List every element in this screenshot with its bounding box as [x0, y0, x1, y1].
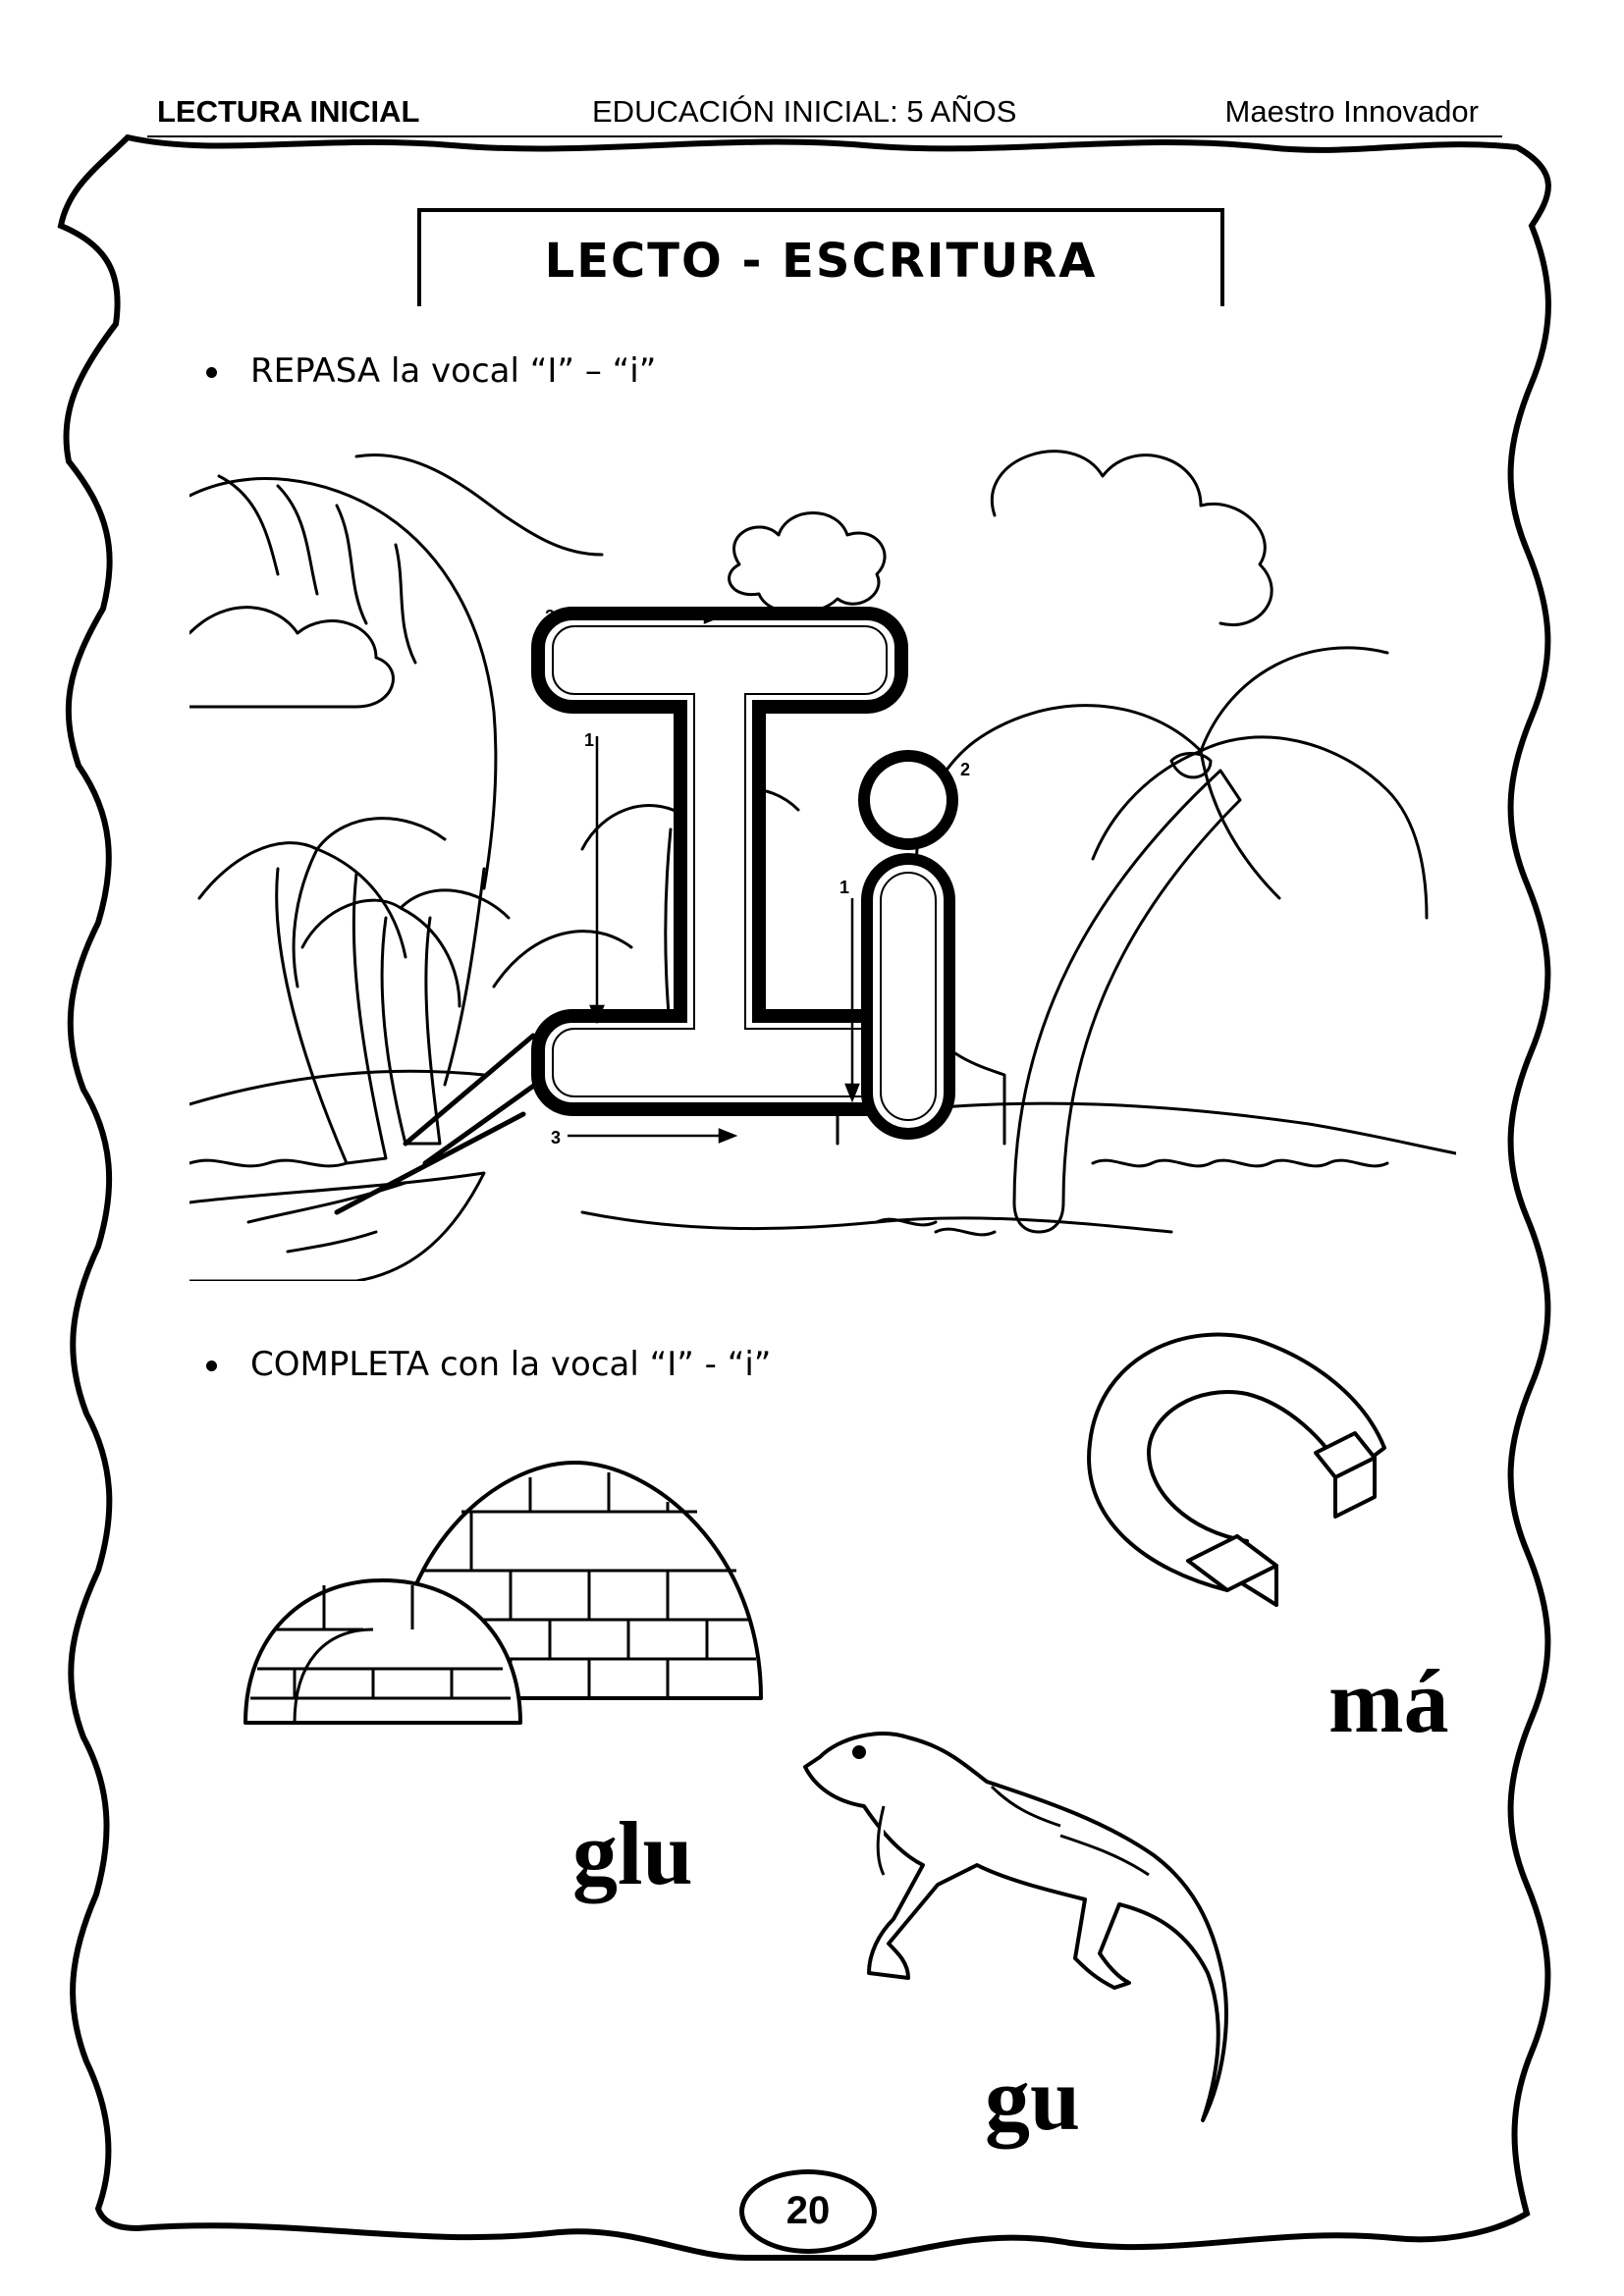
bullet-icon: [206, 367, 217, 378]
iguana-icon: [803, 1732, 1228, 2122]
stroke-number: 1: [839, 878, 849, 897]
cloud: [189, 606, 395, 709]
stroke-number: 2: [960, 760, 970, 779]
instruction-trace-text: REPASA la vocal “I” – “i”: [250, 351, 657, 391]
instruction-complete: COMPLETA con la vocal “I” - “i”: [206, 1345, 771, 1384]
header-course: LECTURA INICIAL: [157, 94, 420, 129]
stroke-number: 2: [545, 607, 555, 626]
page-number: 20: [739, 2169, 877, 2254]
header-level: EDUCACIÓN INICIAL: 5 AÑOS: [592, 94, 1017, 129]
tropical-scene-illustration: 2 1 3 2 1: [189, 450, 1456, 1281]
tracing-letter-lowercase-i: [858, 750, 958, 1140]
stroke-number: 1: [584, 730, 594, 750]
instruction-complete-text: COMPLETA con la vocal “I” - “i”: [250, 1345, 772, 1384]
stroke-number: 3: [551, 1128, 561, 1148]
magnet-icon: [1087, 1332, 1386, 1607]
bullet-icon: [206, 1361, 217, 1371]
page-title: LECTO - ESCRITURA: [544, 234, 1098, 289]
word-magnet: má: [1328, 1651, 1449, 1751]
cloud: [991, 450, 1273, 626]
cloud: [728, 511, 887, 614]
word-igloo: glu: [572, 1803, 693, 1903]
header-rule: [147, 135, 1502, 137]
igloo-icon: [244, 1461, 763, 1725]
header-brand: Maestro Innovador: [1224, 94, 1479, 129]
title-box: [417, 208, 1224, 306]
word-iguana: gu: [985, 2049, 1081, 2149]
instruction-trace: REPASA la vocal “I” – “i”: [206, 351, 656, 391]
